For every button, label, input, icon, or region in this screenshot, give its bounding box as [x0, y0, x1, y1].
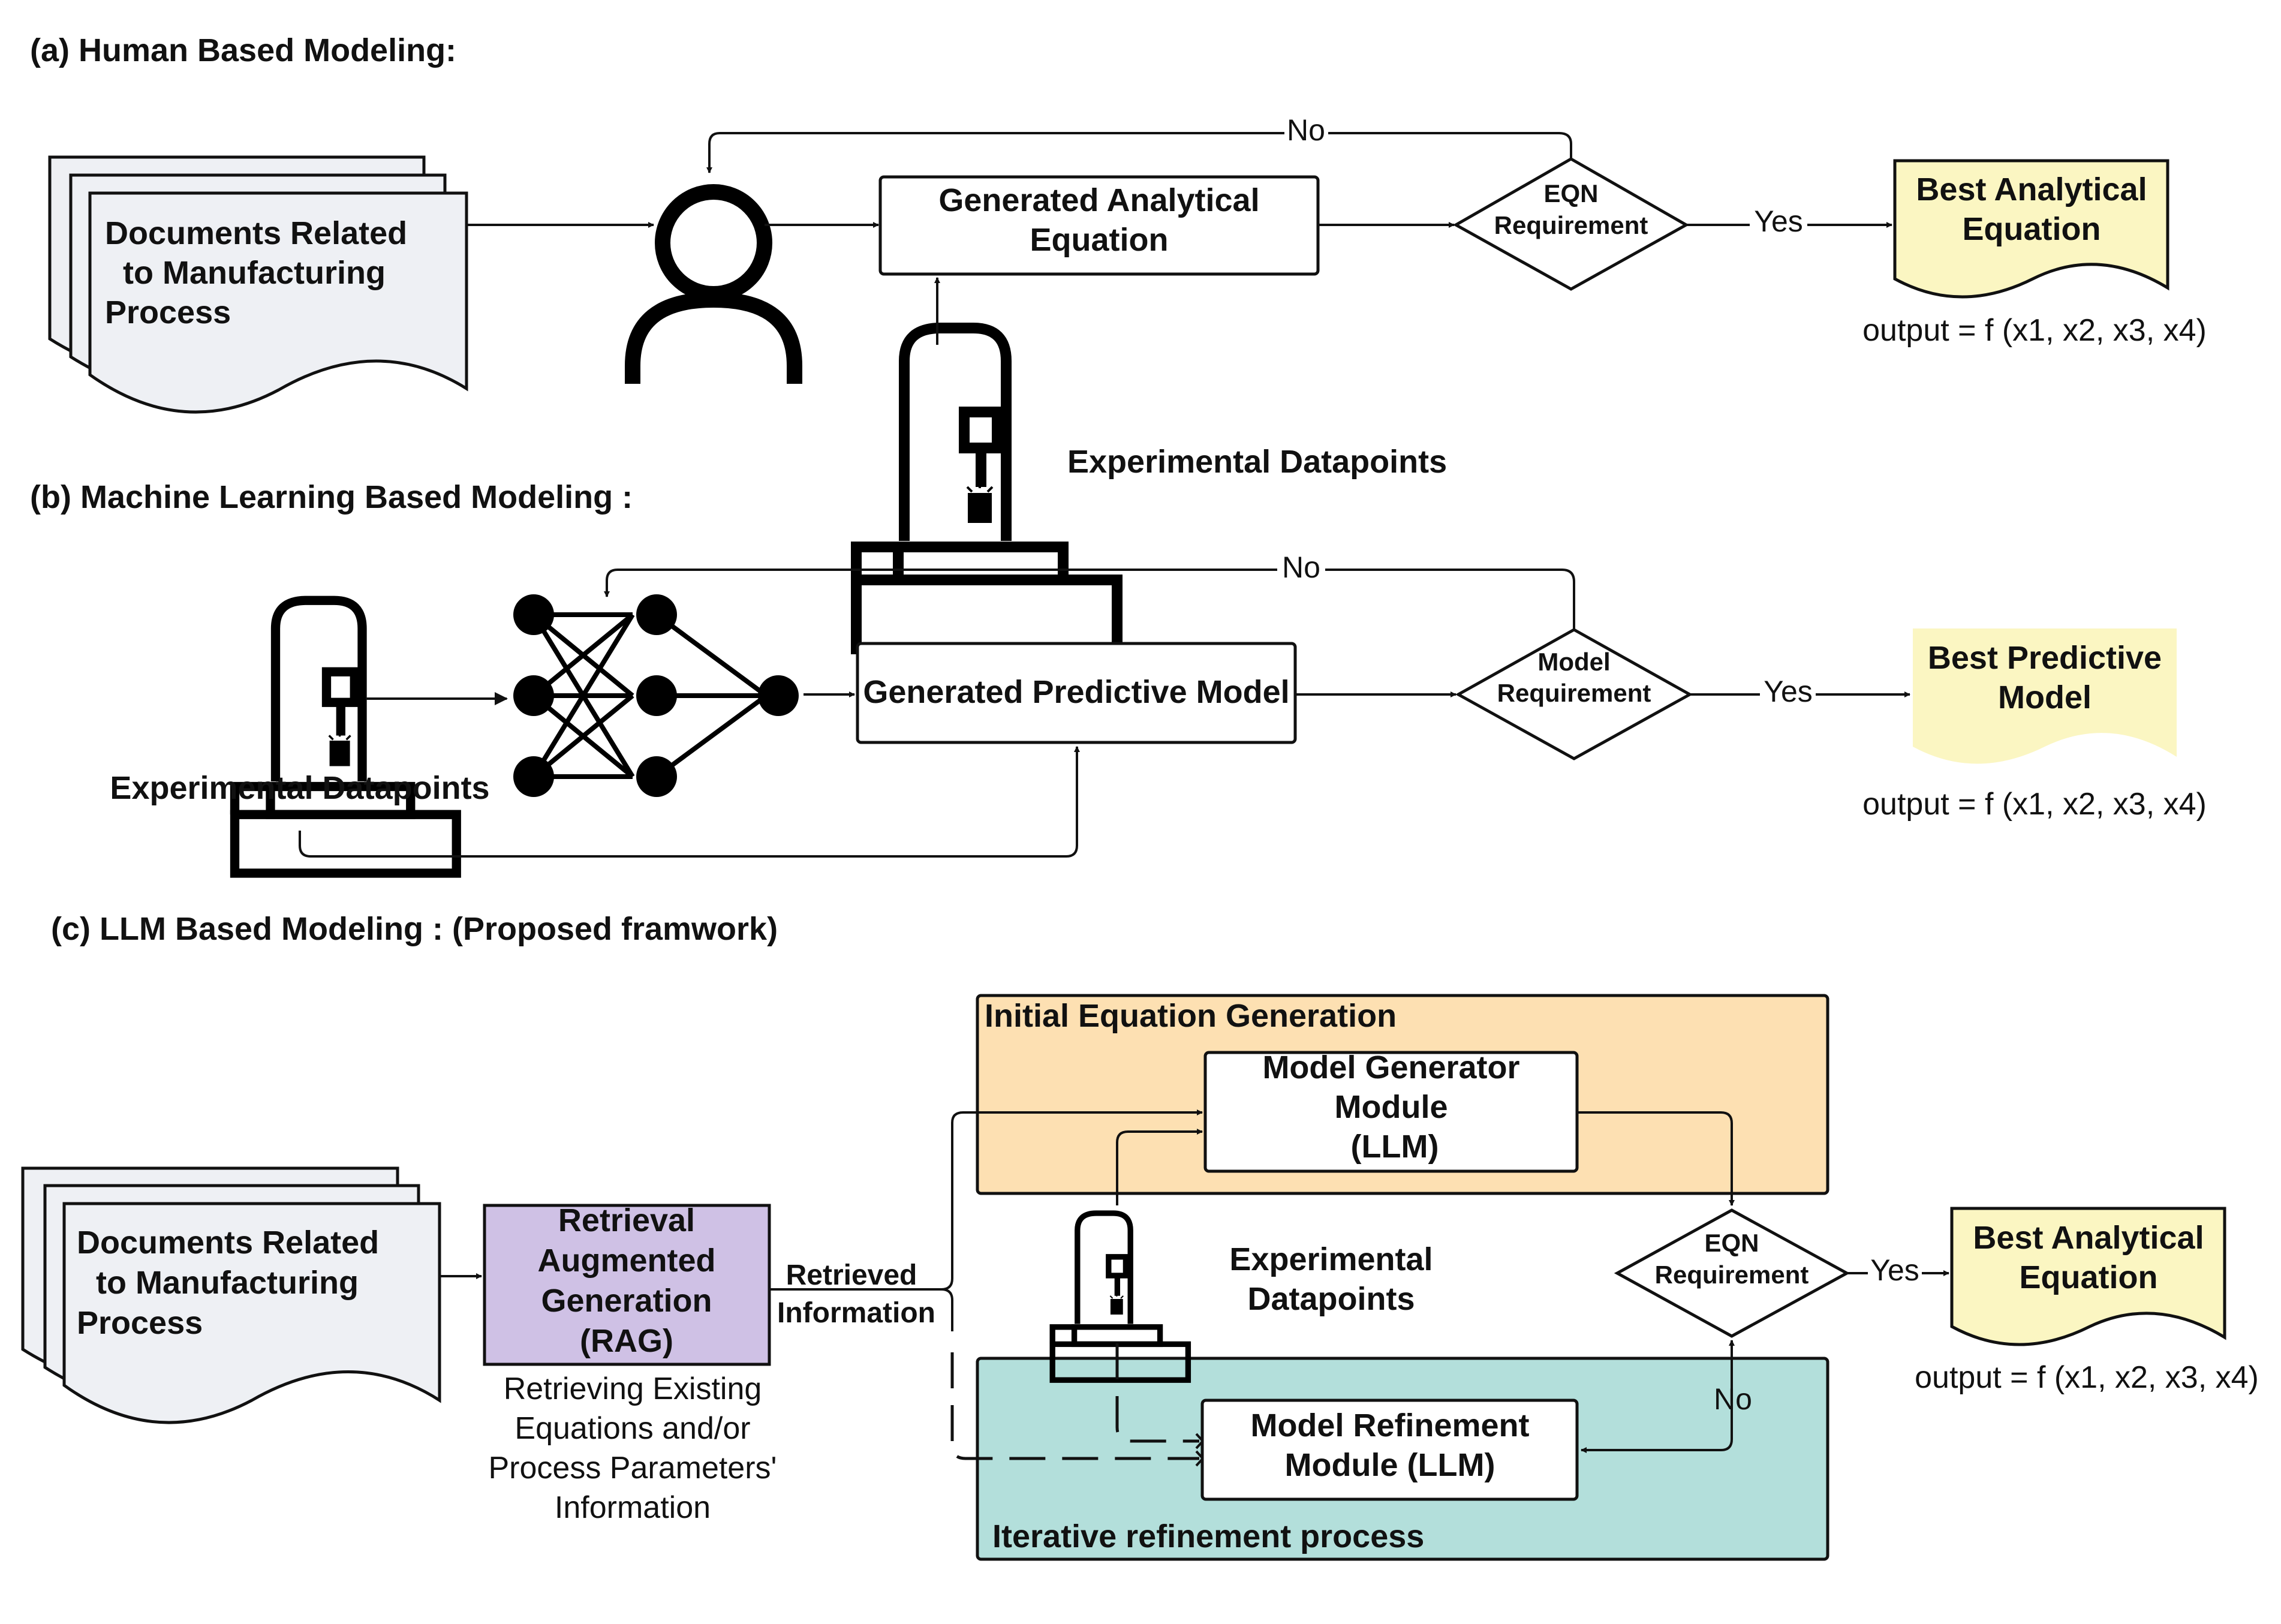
panel-a: (a) Human Based Modeling: Documents Rela… — [30, 32, 2207, 649]
decision-c-line1: EQN — [1704, 1229, 1759, 1257]
generated-predictive-model-box: Generated Predictive Model — [856, 642, 1297, 744]
dashed-machine-to-refinement — [1115, 1343, 1199, 1443]
experimental-a-label: Experimental Datapoints — [1067, 444, 1447, 480]
no-loop-b-left — [604, 569, 1277, 597]
generated-analytical-equation-box: Generated Analytical Equation — [878, 175, 1320, 276]
no-loop-a-right — [1328, 132, 1572, 159]
model-generator-box: Model Generator Module (LLM) — [1203, 1049, 1579, 1173]
best-analytical-equation-c: Best Analytical Equation — [1950, 1207, 2226, 1346]
generator-line2: Module — [1335, 1089, 1448, 1125]
decision-b-line1: Model — [1537, 648, 1610, 676]
neural-network-icon — [513, 594, 799, 797]
no-label-c: No — [1714, 1382, 1752, 1416]
generator-line3: (LLM) — [1351, 1129, 1439, 1165]
rag-line1: Retrieval — [558, 1202, 695, 1238]
best-a-line1: Best Analytical — [1916, 172, 2147, 207]
refinement-line2: Module (LLM) — [1285, 1447, 1495, 1483]
rag-line3: Generation — [541, 1283, 712, 1319]
doc-c-line2: to Manufacturing — [96, 1265, 359, 1301]
decision-c-line2: Requirement — [1655, 1261, 1809, 1289]
no-label-b: No — [1282, 551, 1320, 584]
eqn-decision-c: EQN Requirement — [1614, 1208, 1850, 1338]
model-decision-b: Model Requirement — [1455, 628, 1693, 760]
best-b-line2: Model — [1998, 679, 2092, 715]
rag-caption: Retrieving Existing Equations and/or Pro… — [489, 1372, 777, 1525]
yes-label-b: Yes — [1764, 675, 1813, 708]
panel-a-title: (a) Human Based Modeling: — [30, 32, 456, 68]
documents-stack-a: Documents Related to Manufacturing Proce… — [48, 155, 468, 414]
documents-stack-c: Documents Related to Manufacturing Proce… — [21, 1166, 441, 1424]
rag-caption-line1: Retrieving Existing — [504, 1372, 762, 1406]
generated-a-line1: Generated Analytical — [938, 182, 1259, 218]
output-c: output = f (x1, x2, x3, x4) — [1915, 1360, 2259, 1395]
best-c-line1: Best Analytical — [1973, 1220, 2204, 1256]
output-b: output = f (x1, x2, x3, x4) — [1862, 787, 2207, 822]
rag-line2: Augmented — [538, 1243, 716, 1279]
initial-panel-title: Initial Equation Generation — [985, 998, 1397, 1034]
retrieved-information-label: Retrieved Information — [777, 1259, 935, 1329]
decision-a-line1: EQN — [1543, 179, 1598, 207]
experimental-c-line2: Datapoints — [1247, 1281, 1415, 1317]
machine-icon — [856, 328, 1117, 649]
arrow-machine-to-generator — [1116, 1129, 1203, 1205]
arrow-generator-to-decision — [1577, 1111, 1735, 1206]
rag-box: Retrieval Augmented Generation (RAG) — [483, 1202, 771, 1366]
best-b-line1: Best Predictive — [1928, 640, 2162, 676]
refinement-line1: Model Refinement — [1250, 1408, 1529, 1443]
arrow-no-to-refinement — [1581, 1379, 1733, 1453]
machine-icon-b — [235, 600, 457, 873]
no-label-a: No — [1287, 113, 1325, 147]
yes-label-a: Yes — [1754, 204, 1803, 238]
generator-line1: Model Generator — [1262, 1049, 1519, 1085]
rag-branch-down — [771, 1288, 953, 1331]
experimental-c-line1: Experimental — [1229, 1241, 1433, 1277]
generated-b-text: Generated Predictive Model — [863, 674, 1289, 710]
model-refinement-box: Model Refinement Module (LLM) — [1200, 1399, 1579, 1501]
experimental-c-label: Experimental Datapoints — [1229, 1241, 1433, 1317]
rag-caption-line4: Information — [555, 1490, 711, 1525]
generated-a-line2: Equation — [1030, 222, 1169, 258]
retrieved-line2: Information — [777, 1297, 935, 1329]
decision-b-line2: Requirement — [1497, 679, 1651, 707]
panel-b-title: (b) Machine Learning Based Modeling : — [30, 479, 633, 515]
person-icon — [633, 192, 795, 384]
output-a: output = f (x1, x2, x3, x4) — [1862, 313, 2207, 348]
refine-panel-title: Iterative refinement process — [992, 1518, 1424, 1554]
no-loop-a-left — [706, 132, 1284, 173]
arrow-data-to-model-bottom — [299, 746, 1080, 858]
experimental-b-label: Experimental Datapoints — [110, 770, 489, 806]
doc-c-line3: Process — [77, 1305, 203, 1341]
yes-label-c: Yes — [1870, 1253, 1919, 1287]
rag-caption-line3: Process Parameters' — [489, 1451, 777, 1485]
panel-b: (b) Machine Learning Based Modeling : Ex… — [30, 479, 2207, 873]
doc-c-line1: Documents Related — [77, 1225, 379, 1261]
rag-line4: (RAG) — [580, 1323, 673, 1359]
best-c-line2: Equation — [2020, 1259, 2158, 1295]
decision-a-line2: Requirement — [1494, 211, 1648, 239]
no-loop-b-right — [1325, 569, 1575, 630]
dashed-rag-to-refinement — [950, 1352, 1199, 1460]
eqn-decision-a: EQN Requirement — [1452, 157, 1690, 291]
doc-a-line3: Process — [105, 294, 231, 330]
best-analytical-equation-a: Best Analytical Equation — [1893, 159, 2169, 299]
best-predictive-model-b: Best Predictive Model — [1913, 628, 2177, 764]
retrieved-line1: Retrieved — [786, 1259, 917, 1291]
best-a-line2: Equation — [1963, 211, 2101, 247]
panel-c-title: (c) LLM Based Modeling : (Proposed framw… — [51, 911, 778, 947]
panel-c: (c) LLM Based Modeling : (Proposed framw… — [21, 911, 2259, 1561]
doc-a-line2: to Manufacturing — [123, 255, 386, 291]
doc-a-line1: Documents Related — [105, 215, 407, 251]
machine-icon-c — [1052, 1213, 1188, 1380]
rag-caption-line2: Equations and/or — [514, 1411, 750, 1446]
